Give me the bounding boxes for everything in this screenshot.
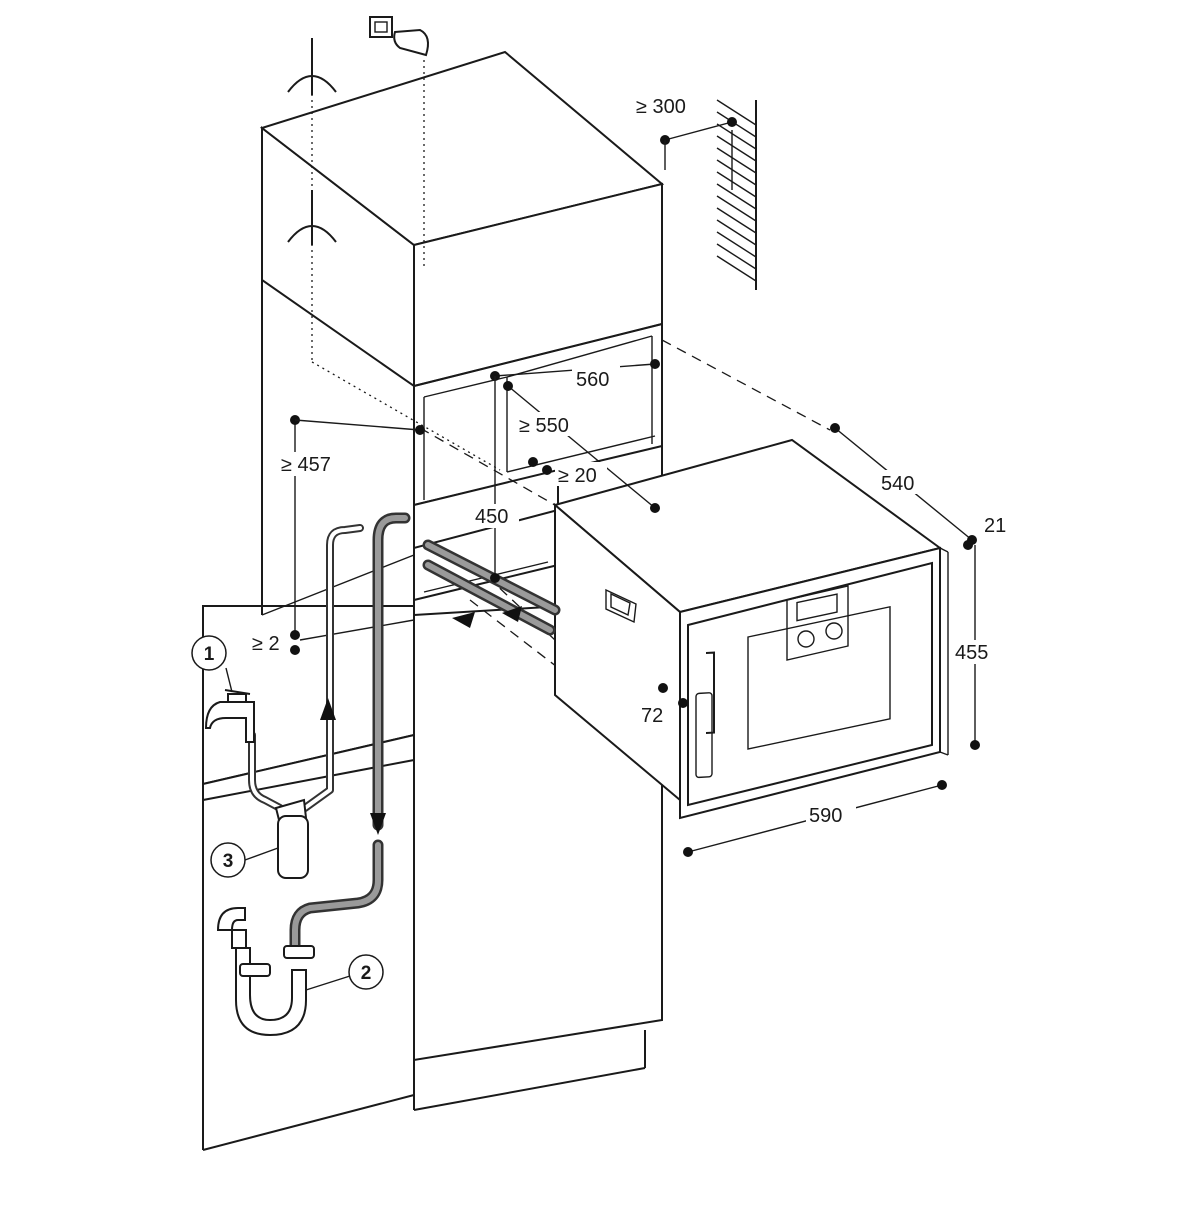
callout-1-label: 1	[204, 644, 215, 665]
cable-symbol-icon	[287, 38, 337, 245]
dimension-lines	[290, 117, 980, 857]
niche-depth-label: ≥ 550	[519, 415, 569, 437]
callout-2-label: 2	[361, 963, 372, 984]
base-gap-label: ≥ 2	[252, 633, 280, 655]
callout-3-label: 3	[223, 851, 234, 872]
siphon-icon	[216, 907, 315, 1037]
flow-arrow-icon	[452, 612, 475, 628]
niche-gap-label: ≥ 20	[558, 465, 597, 487]
handle-offset-label: 72	[641, 705, 663, 727]
niche-width-label: 560	[576, 369, 609, 391]
side-height-label: ≥ 457	[281, 454, 331, 476]
niche-height-label: 450	[475, 506, 508, 528]
flow-arrow-icon	[320, 698, 336, 720]
dimension-labels: ≥ 300 560 ≥ 550 ≥ 20 450 ≥ 457 ≥ 2 540 2…	[252, 94, 1006, 827]
water-lines	[248, 512, 561, 956]
callout-water-filter: 3	[210, 842, 279, 878]
appliance-height-label: 455	[955, 642, 988, 664]
callout-drain-siphon: 2	[305, 954, 384, 991]
water-tap-icon	[204, 689, 255, 743]
clearance-top-label: ≥ 300	[636, 96, 686, 118]
front-thickness-label: 21	[984, 515, 1006, 537]
flow-arrow-icon	[370, 813, 386, 835]
flow-arrow-icon	[502, 606, 522, 622]
steam-oven	[552, 438, 949, 820]
power-socket-icon	[369, 16, 429, 57]
appliance-depth-label: 540	[881, 473, 914, 495]
rear-wall	[716, 99, 757, 290]
callout-water-tap: 1	[191, 635, 233, 693]
water-filter-icon	[274, 798, 309, 879]
appliance-width-label: 590	[809, 805, 842, 827]
